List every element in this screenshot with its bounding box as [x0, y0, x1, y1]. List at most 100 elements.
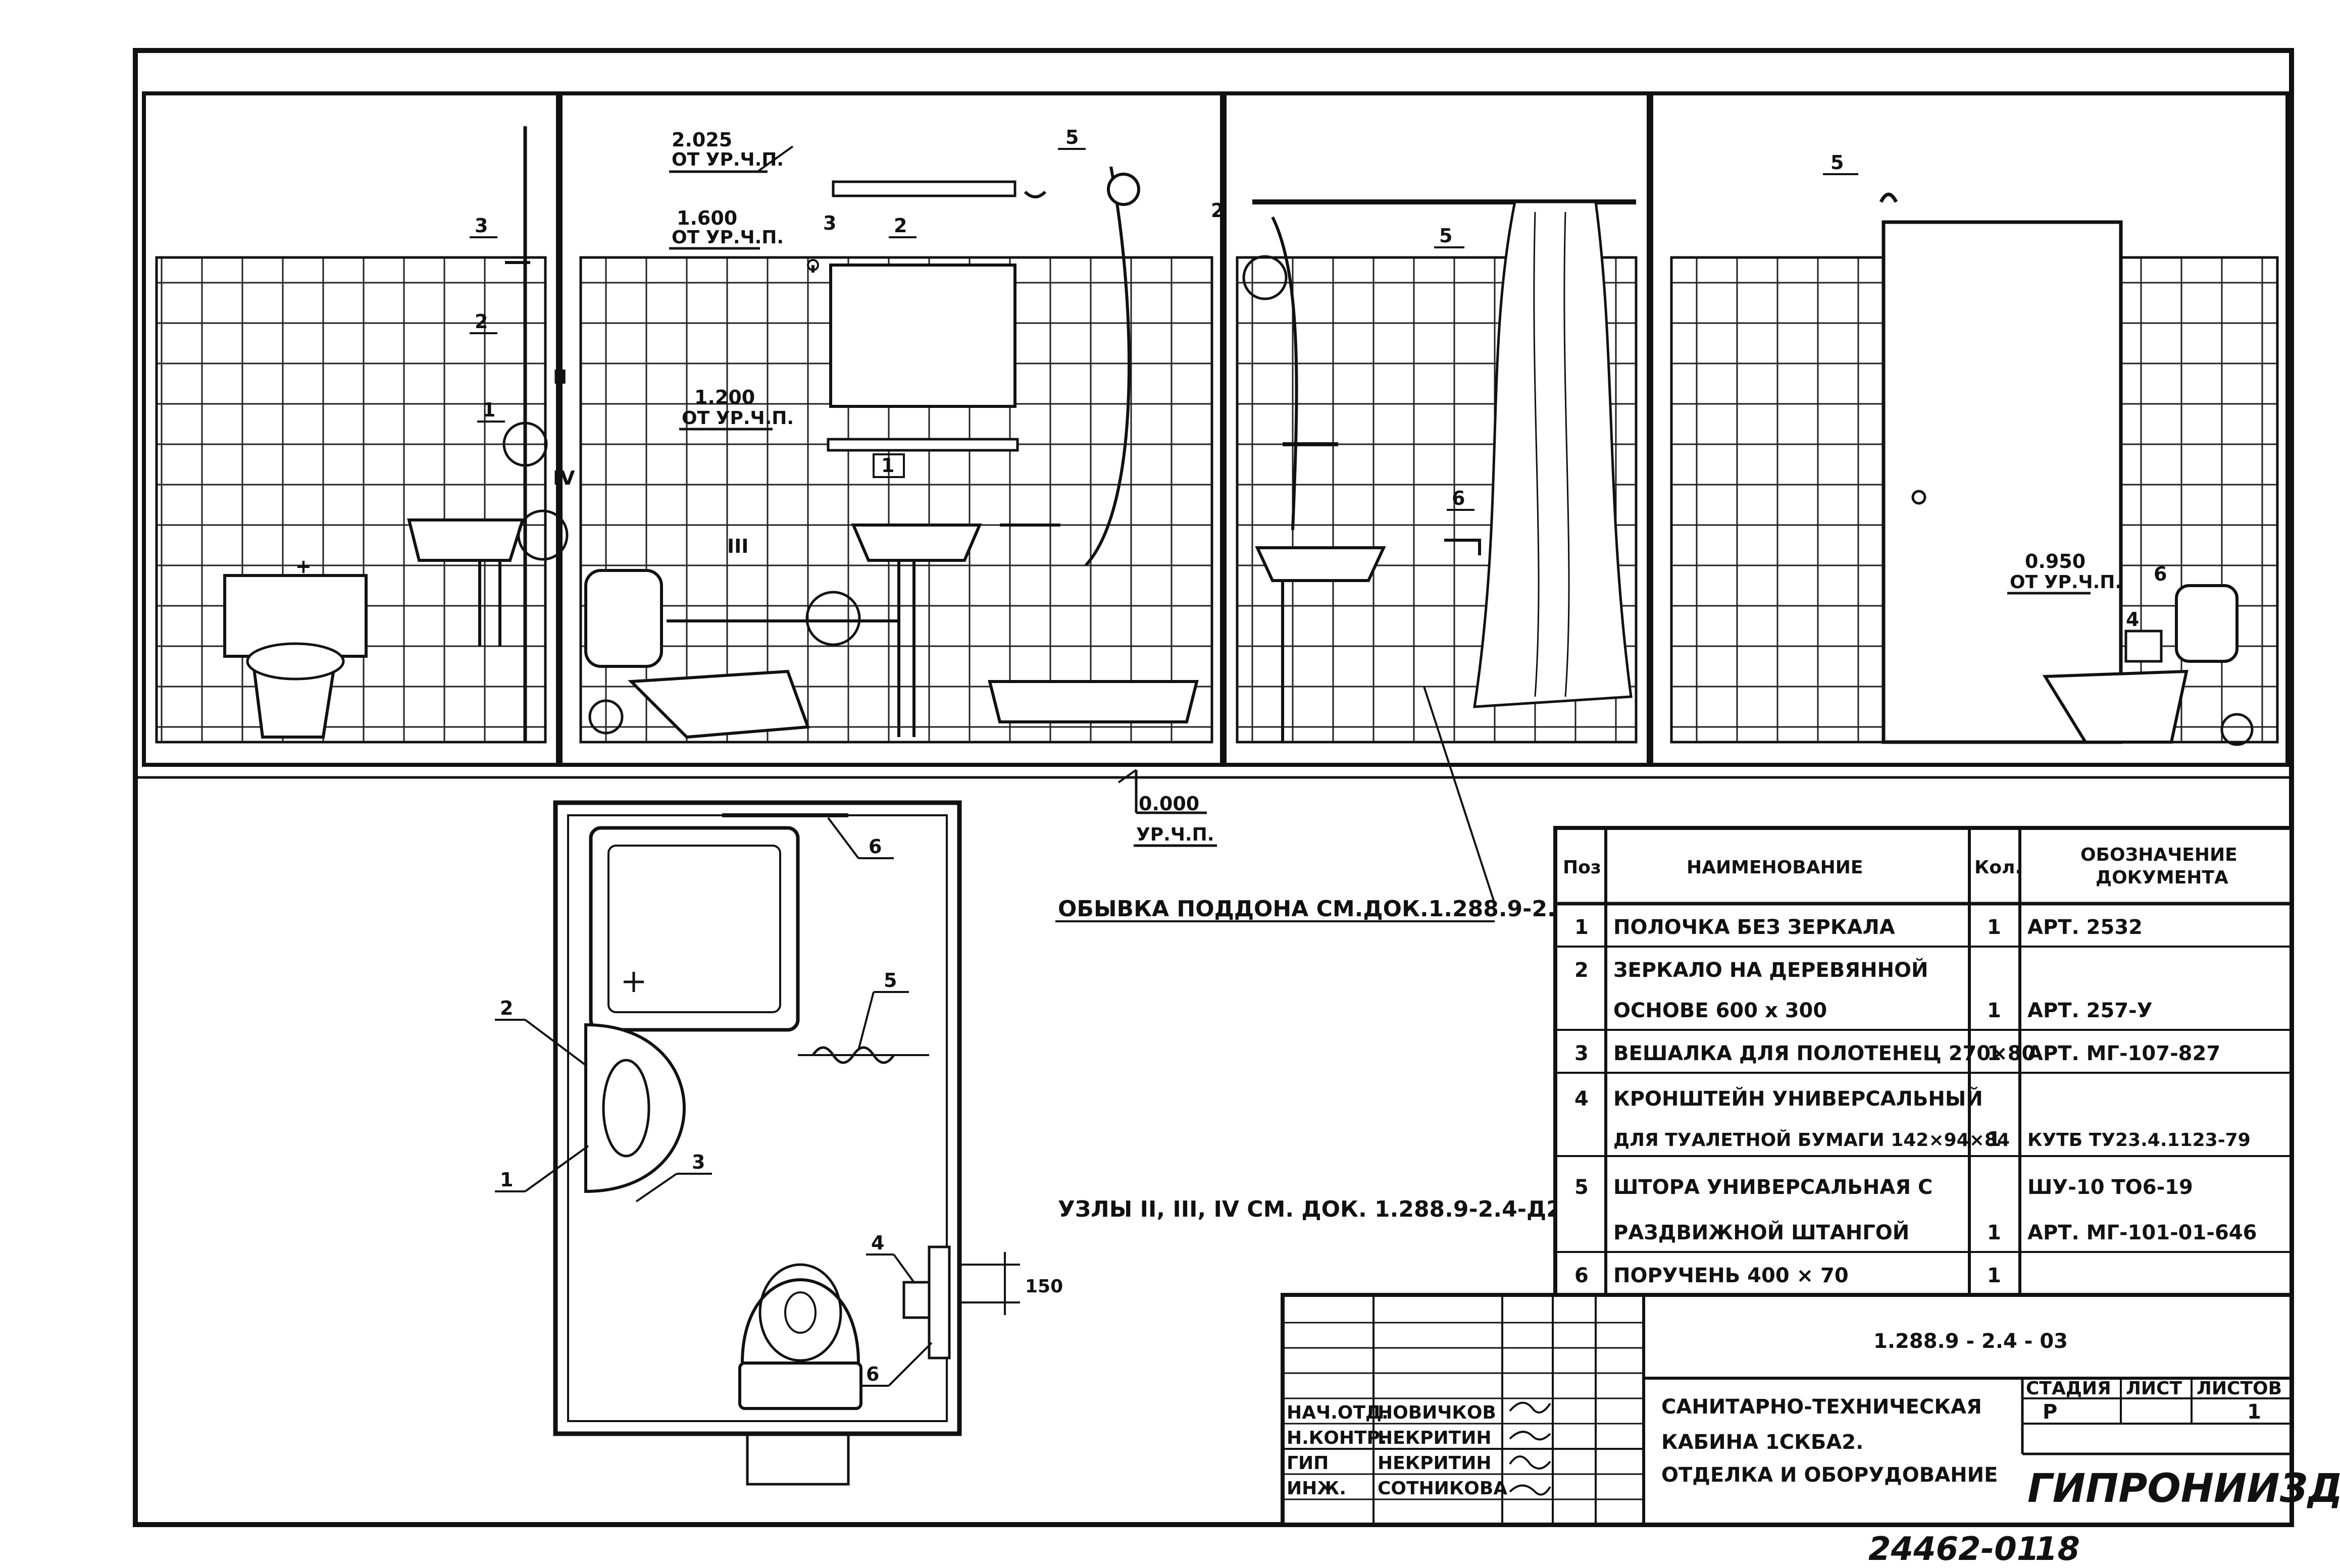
mirror	[829, 264, 1016, 408]
th-doc: ДОКУМЕНТА	[2096, 867, 2228, 888]
washbasin	[407, 518, 525, 562]
sheet-frame	[133, 48, 2294, 1527]
row-pos: 2	[1574, 959, 1589, 982]
signature	[1509, 1431, 1551, 1441]
elevation-panel-2: 2.025 ОТ УР.Ч.П. 1.600 ОТ УР.Ч.П. 3 2 5 …	[558, 91, 1224, 767]
pos-label: 1	[881, 454, 894, 477]
shower-hose	[1084, 166, 1131, 567]
hook	[1024, 190, 1047, 198]
row-name: ЗЕРКАЛО НА ДЕРЕВЯННОЙ	[1613, 958, 1928, 982]
pos-label: 2	[500, 997, 513, 1019]
staff-name: СОТНИКОВА	[1378, 1478, 1507, 1499]
row-doc: АРТ. МГ-101-01-646	[2027, 1221, 2257, 1244]
toilet-cistern	[2175, 584, 2239, 663]
node-label: IV	[553, 467, 575, 489]
pos-label: 2	[1211, 199, 1224, 222]
elevation-panel-1: 3 2 1 II IV +	[142, 91, 575, 767]
shower-tray	[589, 826, 800, 1032]
level-ref: ОТ УР.Ч.П.	[672, 149, 784, 170]
pos-label: 3	[475, 215, 488, 237]
toilet-cistern	[584, 569, 663, 668]
pos-label: 6	[869, 835, 882, 858]
node-callout-4	[517, 509, 569, 561]
stage-value: Р	[2043, 1400, 2057, 1424]
title-line: САНИТАРНО-ТЕХНИЧЕСКАЯ	[1661, 1395, 1982, 1419]
row-name: ВЕШАЛКА ДЛЯ ПОЛОТЕНЕЦ 270×80	[1613, 1042, 2036, 1065]
row-name: ПОРУЧЕНЬ 400 × 70	[1613, 1264, 1849, 1287]
row-pos: 4	[1574, 1087, 1589, 1111]
row-pos: 3	[1574, 1042, 1589, 1065]
title-line: КАБИНА 1СКБА2.	[1661, 1431, 1863, 1454]
level-ref: ОТ УР.Ч.П.	[682, 408, 794, 429]
node-callout-3	[805, 591, 861, 646]
pos-label: 2	[475, 310, 488, 333]
pos-label: 6	[2154, 563, 2167, 585]
elevation-panel-4: 5 0.950 ОТ УР.Ч.П. 6 4	[1649, 91, 2290, 767]
pos-label: 4	[2126, 608, 2139, 631]
specification-table: Поз НАИМЕНОВАНИЕ Кол. ОБОЗНАЧЕНИЕ ДОКУМЕ…	[1553, 826, 2294, 1297]
row-name: ДЛЯ ТУАЛЕТНОЙ БУМАГИ 142×94×84	[1613, 1129, 2010, 1151]
pos-label: 5	[1065, 126, 1079, 148]
toilet-plan	[740, 1278, 860, 1365]
node-callout-2	[502, 422, 548, 467]
level-value: 2.025	[672, 129, 732, 151]
row-pos: 1	[1574, 916, 1589, 939]
washbasin	[851, 524, 982, 562]
elevation-panel-3: 5 6 2	[1211, 91, 1651, 767]
row-qty: 1	[1987, 1264, 2001, 1287]
door	[1881, 220, 2123, 744]
staff-name: НЕКРИТИН	[1378, 1453, 1491, 1474]
staff-role: ГИП	[1287, 1453, 1329, 1474]
signature	[1509, 1401, 1551, 1414]
level-ref: ОТ УР.Ч.П.	[672, 227, 784, 248]
shelf	[827, 438, 1019, 452]
row-qty: 1	[1987, 916, 2001, 939]
zero-level-marker: 0.000 УР.Ч.П.	[1117, 769, 1217, 847]
notes: ОБЫВКА ПОДДОНА СМ.ДОК.1.288.9-2.4-Д3 УЗЛ…	[1055, 686, 1615, 1222]
lamp	[832, 180, 1016, 197]
pos-label: 1	[500, 1169, 513, 1191]
pos-label: 3	[823, 212, 836, 234]
paper-holder-plan	[902, 1281, 931, 1319]
row-name: ШТОРА УНИВЕРСАЛЬНАЯ С	[1613, 1176, 1932, 1199]
pos-label: 6	[866, 1363, 879, 1385]
hook	[1879, 192, 1898, 203]
sheets-label: ЛИСТОВ	[2197, 1378, 2282, 1399]
paper-holder	[2124, 630, 2163, 663]
row-name: ОСНОВЕ 600 х 300	[1613, 999, 1827, 1022]
shower-head	[1107, 173, 1140, 206]
th-doc: ОБОЗНАЧЕНИЕ	[2080, 845, 2237, 865]
staff-role: ИНЖ.	[1287, 1478, 1346, 1499]
row-name: ПОЛОЧКА БЕЗ ЗЕРКАЛА	[1613, 916, 1895, 939]
node-label: III	[727, 535, 748, 557]
level-value: 1.600	[677, 207, 737, 229]
level-value: 0.950	[2025, 550, 2085, 572]
row-doc: АРТ. 2532	[2027, 916, 2143, 939]
drawing-code: 1.288.9 - 2.4 - 03	[1873, 1330, 2068, 1353]
organization-logo: ГИПРОНИИЗДРАВ	[2027, 1466, 2340, 1511]
title-line: ОТДЕЛКА И ОБОРУДОВАНИЕ	[1661, 1464, 1998, 1487]
sheet-label: ЛИСТ	[2126, 1378, 2182, 1399]
staff-role: НАЧ.ОТД.	[1287, 1402, 1389, 1423]
level-ref: УР.Ч.П.	[1136, 824, 1214, 845]
pos-label: 2	[894, 215, 907, 237]
th-pos: Поз	[1563, 857, 1601, 878]
pos-label: 1	[482, 399, 495, 421]
pos-label: 5	[1439, 225, 1452, 247]
row-pos: 5	[1574, 1176, 1589, 1199]
inventory-number: 24462-01	[1868, 1531, 2039, 1568]
row-doc: ШУ-10 ТО6-19	[2027, 1176, 2193, 1199]
row-qty: 1	[1987, 1042, 2001, 1065]
staff-role: Н.КОНТР.	[1287, 1428, 1387, 1448]
level-ref: ОТ УР.Ч.П.	[2010, 572, 2122, 593]
pos-label: 6	[1452, 487, 1465, 509]
toilet-bowl	[2042, 669, 2189, 744]
handrail	[1444, 539, 1481, 555]
stage-label: СТАДИЯ	[2026, 1378, 2111, 1399]
pos-label: 3	[692, 1151, 705, 1173]
row-doc: АРТ. 257-У	[2027, 999, 2153, 1022]
pos-label: 4	[871, 1232, 884, 1254]
sheets-value: 1	[2247, 1400, 2261, 1424]
washbasin	[1255, 546, 1386, 582]
